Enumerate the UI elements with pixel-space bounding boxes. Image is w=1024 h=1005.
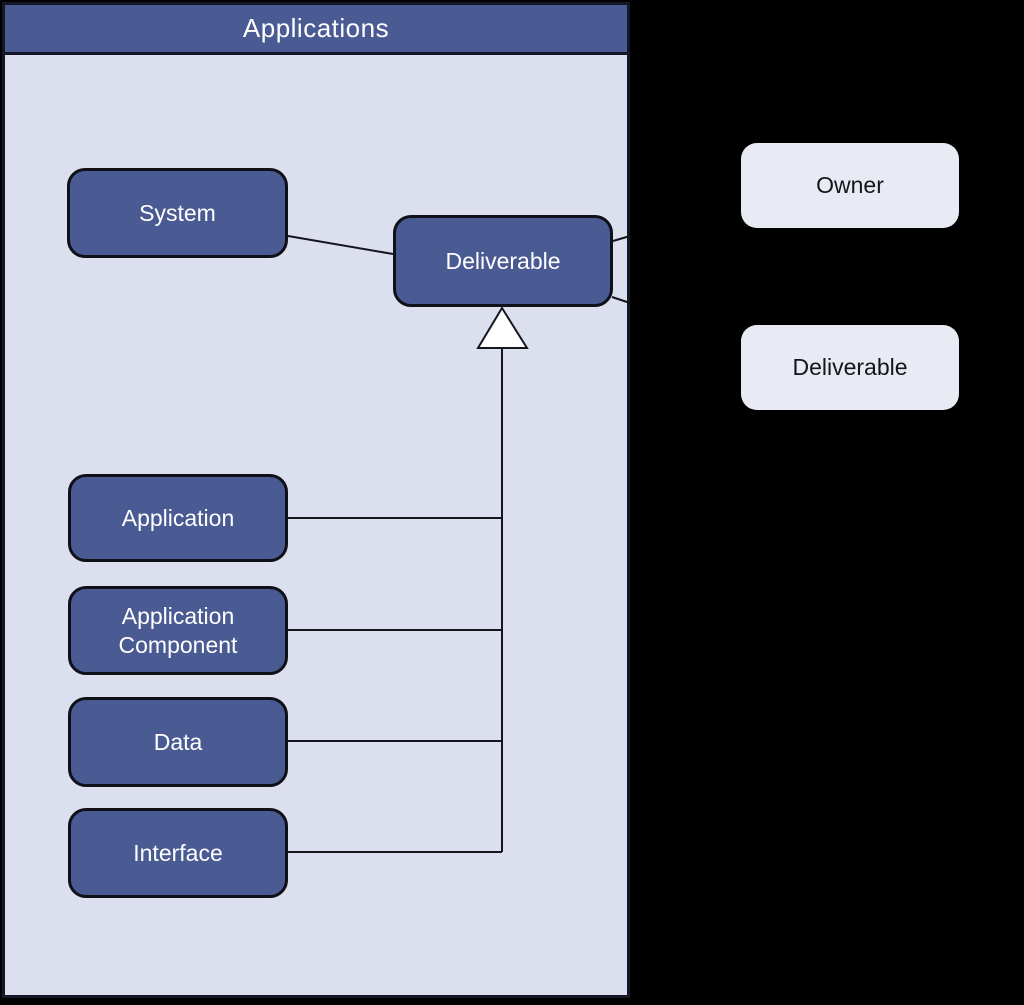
generalization-arrowhead [476, 306, 529, 349]
node-interface[interactable]: Interface [68, 808, 288, 898]
node-data[interactable]: Data [68, 697, 288, 787]
group-title: Applications [242, 13, 390, 43]
node-deliverable[interactable]: Deliverable [393, 215, 613, 307]
node-label: Deliverable [445, 247, 561, 274]
node-label: Application [121, 504, 235, 531]
edge-deliverable-right-upper-stub [612, 235, 631, 242]
edge-deliverable-right-lower-stub [611, 296, 631, 304]
node-label: Deliverable [792, 354, 908, 380]
node-owner[interactable]: Owner [741, 143, 959, 228]
edge-system-deliverable [287, 235, 394, 255]
node-label: Interface [133, 839, 223, 866]
applications-group-header: Applications [5, 5, 627, 55]
node-label: Application Component [118, 602, 238, 658]
node-application-component[interactable]: Application Component [68, 586, 288, 675]
node-system[interactable]: System [67, 168, 288, 258]
node-label: System [139, 199, 216, 226]
node-label: Owner [816, 172, 884, 198]
node-label: Data [153, 728, 203, 755]
node-deliverable-external[interactable]: Deliverable [741, 325, 959, 410]
node-application[interactable]: Application [68, 474, 288, 562]
